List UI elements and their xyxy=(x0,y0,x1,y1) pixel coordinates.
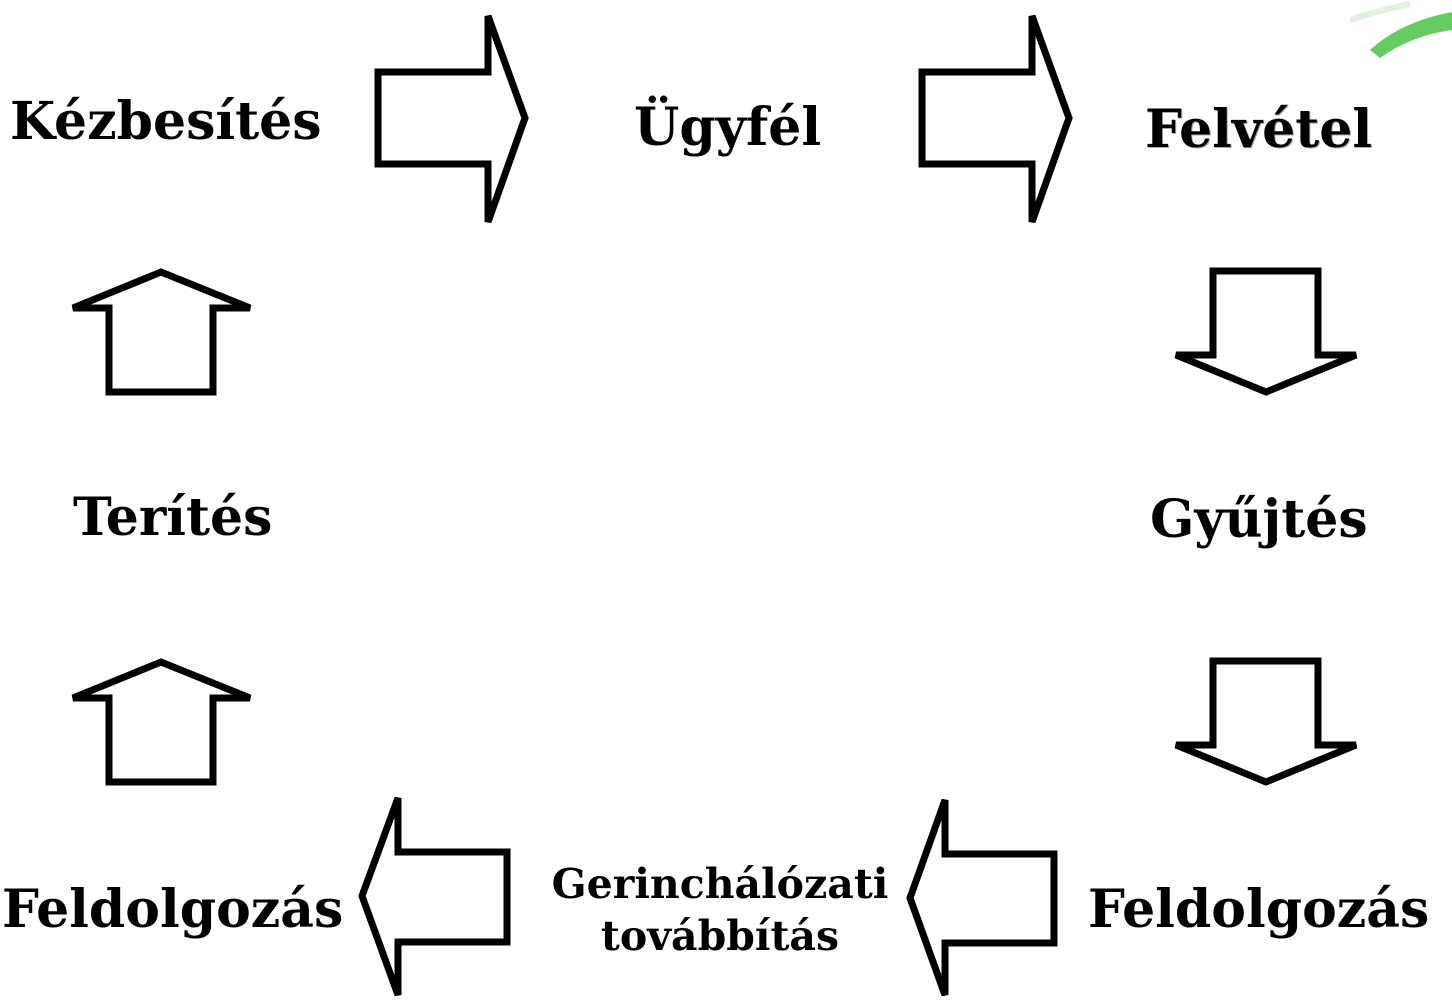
arrow-left-feldolgozas-to-gerinc xyxy=(906,798,1058,997)
arrow-down-gyujtes-to-feldolgozas xyxy=(1174,657,1358,786)
arrow-left-gerinc-to-feldolgozas xyxy=(358,796,511,997)
green-swoosh-decoration xyxy=(1349,1,1452,58)
arrow-right-ugyfel-to-felvetel xyxy=(918,14,1073,224)
node-gyujtes: Gyűjtés xyxy=(1150,489,1368,550)
node-gerinchalozati-tovabbitas: Gerinchálózati továbbítás xyxy=(536,858,904,963)
node-felvetel: Felvétel xyxy=(1145,99,1373,160)
arrow-down-felvetel-to-gyujtes xyxy=(1174,267,1358,396)
node-feldolgozas-right: Feldolgozás xyxy=(1088,879,1430,940)
node-gerinc-line1: Gerinchálózati xyxy=(551,860,889,908)
arrow-up-terites-to-kezbesites xyxy=(71,268,252,396)
node-gerinc-line2: továbbítás xyxy=(600,912,840,961)
arrow-up-feldolgozas-to-terites xyxy=(71,658,252,786)
node-kezbesites: Kézbesítés xyxy=(10,91,322,152)
arrow-right-kezbesites-to-ugyfel xyxy=(374,14,529,224)
node-feldolgozas-left: Feldolgozás xyxy=(2,879,344,940)
node-ugyfel: Ügyfél xyxy=(634,97,822,158)
node-terites: Terítés xyxy=(73,487,273,548)
